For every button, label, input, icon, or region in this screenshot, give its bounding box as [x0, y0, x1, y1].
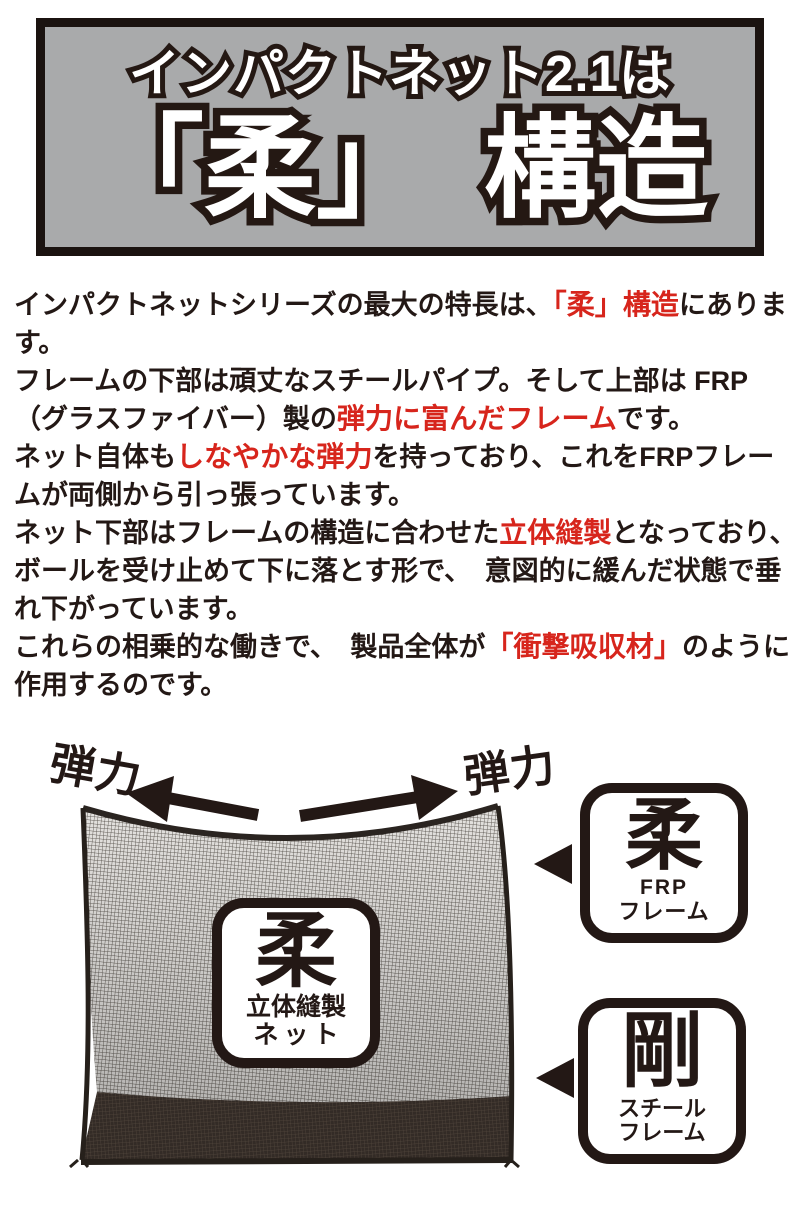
banner-title-line2: 「柔」 構造 「柔」 構造 — [85, 98, 716, 238]
banner-title-line2-outline: 「柔」 構造 — [85, 98, 716, 238]
text-run: となっており、 ボールを受け止めて下に落とす形で、 意図的に緩んだ状態で垂れ下が… — [14, 518, 800, 624]
paragraph: ネット下部はフレームの構造に合わせた立体縫製となっており、 ボールを受け止めて下… — [14, 514, 800, 628]
paragraph: ネット自体もしなやかな弾力を持っており、これをFRPフレームが両側から引っ張って… — [14, 438, 790, 514]
steel-frame-badge: 剛 スチール フレーム — [578, 998, 746, 1164]
frame-poles — [69, 805, 520, 1169]
net-ground-tray — [80, 1092, 513, 1165]
highlighted-text: 弾力に富んだフレーム — [336, 403, 617, 434]
banner-title-line1: インパクトネット2.1は インパクトネット2.1は — [124, 40, 675, 107]
highlighted-text: 立体縫製 — [499, 517, 612, 548]
body-text: インパクトネットシリーズの最大の特長は、「柔」構造にあります。フレームの下部は頑… — [14, 286, 800, 704]
elasticity-label-right: 弾力 — [460, 738, 560, 803]
text-run: ネット下部はフレームの構造に合わせた — [14, 518, 500, 548]
text-run: ネット自体も — [14, 442, 176, 472]
frp-badge-kanji: 柔 — [624, 791, 703, 880]
structure-diagram: 弾力 弾力 柔 立体縫製 ネット 柔 FRP フレーム 剛 スチール フレーム — [0, 736, 800, 1217]
banner-title-line1-outline: インパクトネット2.1は — [124, 40, 675, 107]
net-badge-kanji: 柔 — [254, 905, 337, 997]
net-badge: 柔 立体縫製 ネット — [212, 898, 380, 1068]
net-badge-line1: 立体縫製 — [245, 993, 346, 1022]
paragraph: これらの相乗的な働きで、 製品全体が「衝撃吸収材」のように作用するのです。 — [14, 628, 790, 704]
text-run: です。 — [616, 404, 696, 434]
highlighted-text: しなやかな弾力 — [176, 441, 373, 472]
banner-title-line1-text: インパクトネット2.1は — [129, 44, 671, 102]
highlighted-text: 「衝撃吸収材」 — [485, 631, 682, 662]
pointer-left-icon-frp — [534, 844, 572, 884]
paragraph: インパクトネットシリーズの最大の特長は、「柔」構造にあります。 — [14, 286, 790, 362]
header-banner: インパクトネット2.1は インパクトネット2.1は 「柔」 構造 「柔」 構造 — [36, 18, 764, 256]
pointer-left-icon-steel — [536, 1058, 574, 1098]
banner-title-line2-text: 「柔」 構造 — [92, 105, 708, 231]
net-badge-line2: ネット — [253, 1020, 344, 1049]
frp-badge-line1: FRP — [640, 876, 688, 900]
text-run: フレームの下部は頑丈なスチールパイプ。そして上部は FRP（グラスファイバー）製… — [14, 366, 749, 434]
frp-frame-badge: 柔 FRP フレーム — [580, 783, 748, 943]
arrow-right-icon — [299, 775, 458, 822]
text-run: を持っており、これをFRPフレームが両側から引っ張っています。 — [14, 442, 775, 510]
steel-badge-line1: スチール — [617, 1095, 706, 1121]
text-run: のように作用するのです。 — [14, 632, 790, 700]
text-run: これらの相乗的な働きで、 製品全体が — [14, 632, 486, 662]
highlighted-text: 「柔」構造 — [552, 289, 680, 320]
paragraph: フレームの下部は頑丈なスチールパイプ。そして上部は FRP（グラスファイバー）製… — [14, 362, 790, 438]
frp-badge-line2: フレーム — [618, 898, 710, 924]
steel-badge-line2: フレーム — [618, 1119, 706, 1145]
steel-badge-kanji: 剛 — [620, 1005, 703, 1097]
text-run: インパクトネットシリーズの最大の特長は、 — [14, 290, 553, 320]
arrow-left-icon — [126, 776, 260, 822]
text-run: にあります。 — [14, 290, 788, 358]
